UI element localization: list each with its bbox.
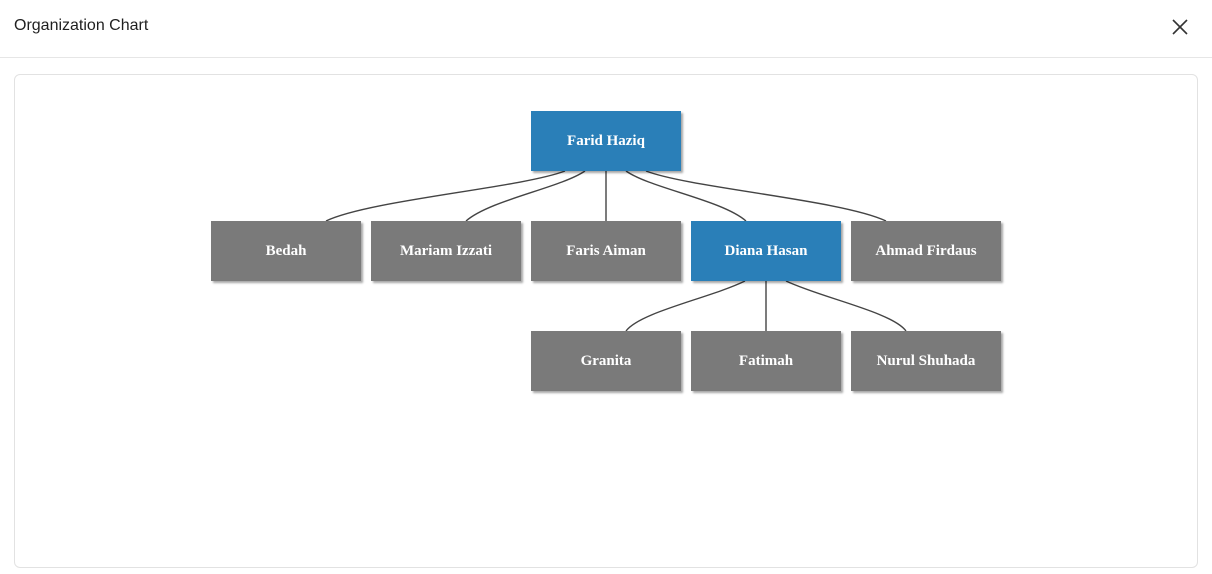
- dialog-title: Organization Chart: [14, 17, 149, 34]
- org-node-ahmad-firdaus[interactable]: Ahmad Firdaus: [851, 221, 1001, 281]
- connector-root-bedah: [325, 170, 566, 222]
- connector-diana-granita: [625, 280, 746, 332]
- org-node-diana-hasan[interactable]: Diana Hasan: [691, 221, 841, 281]
- org-node-mariam-izzati[interactable]: Mariam Izzati: [371, 221, 521, 281]
- org-node-nurul-shuhada[interactable]: Nurul Shuhada: [851, 331, 1001, 391]
- close-button[interactable]: [1166, 13, 1194, 41]
- org-node-granita[interactable]: Granita: [531, 331, 681, 391]
- connector-root-diana: [625, 170, 747, 222]
- org-node-faris-aiman[interactable]: Faris Aiman: [531, 221, 681, 281]
- connector-diana-nurul: [785, 280, 907, 332]
- connector-root-mariam: [465, 170, 586, 222]
- connector-root-ahmad: [645, 170, 887, 222]
- org-node-fatimah[interactable]: Fatimah: [691, 331, 841, 391]
- org-node-bedah[interactable]: Bedah: [211, 221, 361, 281]
- dialog-header: Organization Chart: [0, 0, 1212, 58]
- org-node-root[interactable]: Farid Haziq: [531, 111, 681, 171]
- close-icon: [1172, 19, 1188, 35]
